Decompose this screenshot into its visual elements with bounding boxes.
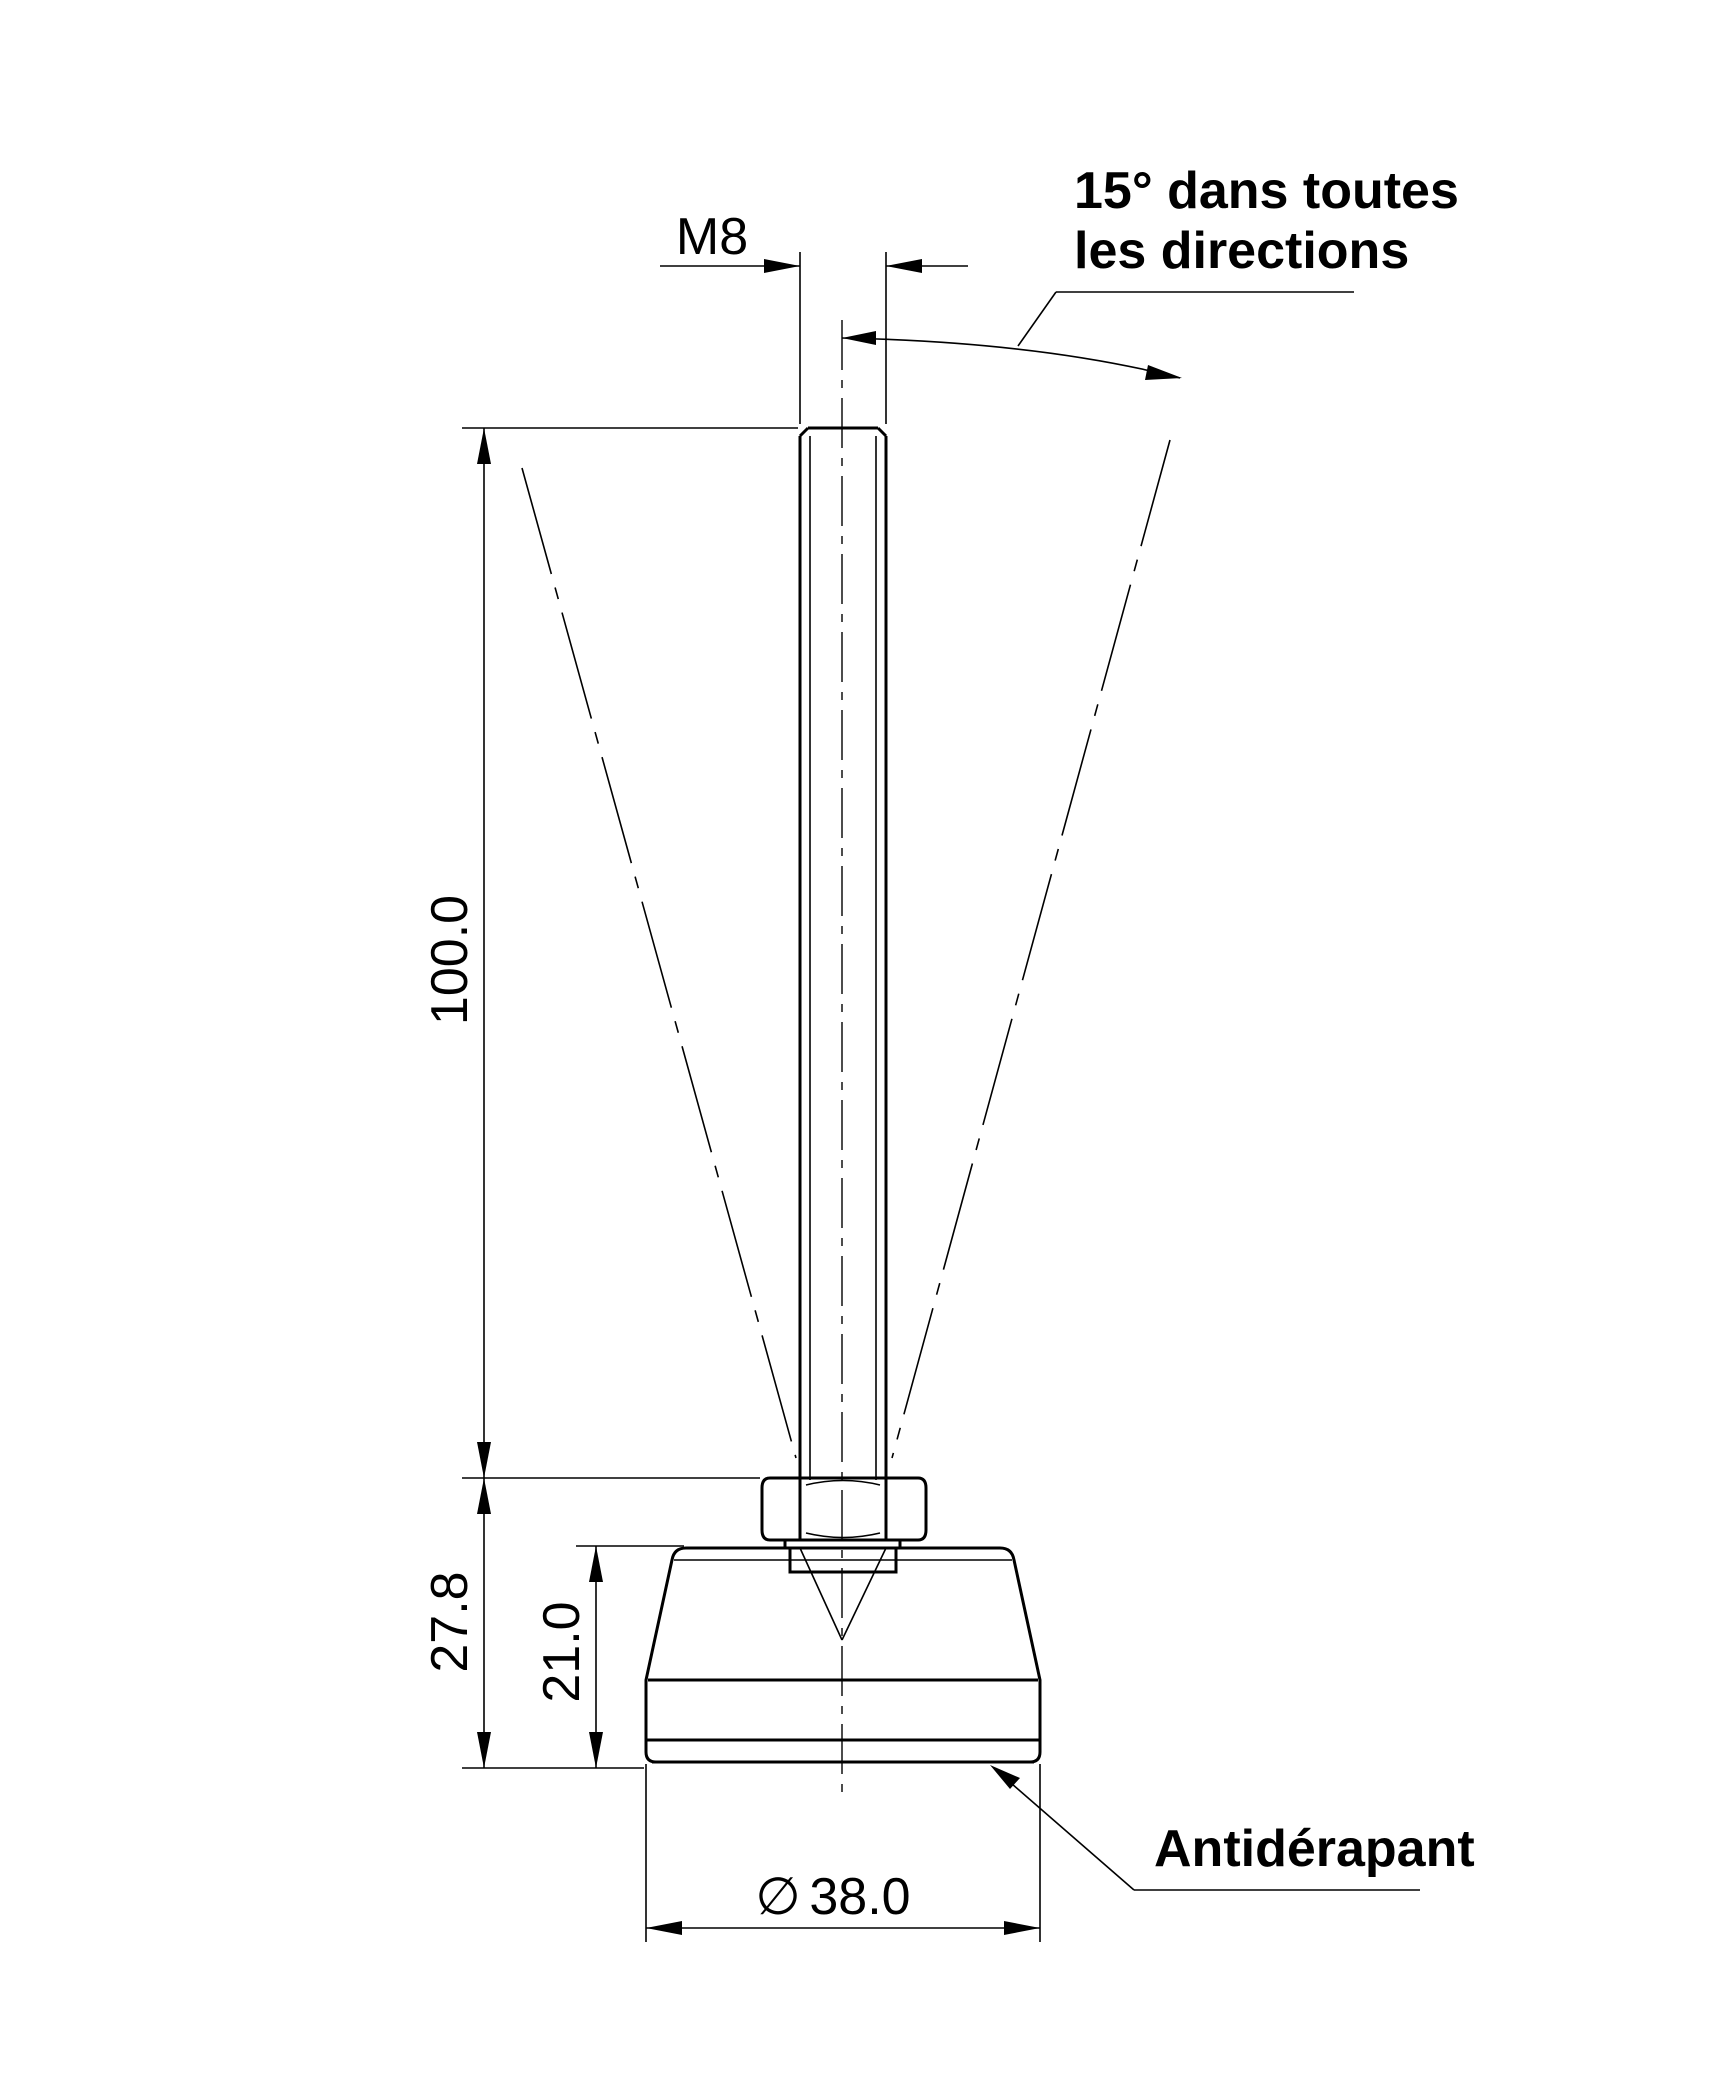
- overall-height-label: 27.8: [421, 1571, 479, 1672]
- swivel-note-line2: les directions: [1074, 222, 1409, 280]
- base-height-label: 21.0: [533, 1601, 591, 1702]
- pad-leader: Antidérapant: [990, 1765, 1475, 1891]
- diameter-label: 38.0: [809, 1868, 910, 1926]
- swivel-angle-annotation: 15° dans toutes les directions: [841, 162, 1459, 380]
- hex-nut: [760, 1476, 928, 1548]
- stud-length-label: 100.0: [421, 895, 479, 1025]
- pad-note: Antidérapant: [1154, 1820, 1475, 1878]
- dim-thread: M8: [660, 208, 968, 424]
- swivel-cone: [521, 439, 1171, 1459]
- thread-label: M8: [676, 208, 748, 266]
- threaded-stud: [798, 426, 888, 1540]
- dim-diameter: ∅ 38.0: [645, 1764, 1041, 1942]
- dim-stud-length: 100.0: [421, 427, 798, 1479]
- dim-overall-height: 27.8: [421, 1478, 644, 1769]
- diameter-symbol: ∅: [755, 1868, 800, 1926]
- swivel-note-line1: 15° dans toutes: [1074, 162, 1459, 220]
- base: [644, 1546, 1042, 1764]
- dim-base-height: 21.0: [533, 1545, 684, 1768]
